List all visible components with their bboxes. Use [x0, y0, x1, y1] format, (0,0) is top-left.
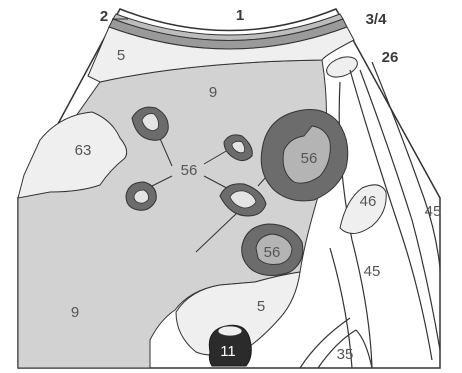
lesion-left-middle-core	[134, 190, 149, 203]
label-45-mid: 45	[364, 263, 381, 280]
label-1: 1	[236, 7, 244, 24]
label-11: 11	[220, 343, 236, 360]
label-46: 46	[360, 193, 377, 210]
label-35: 35	[337, 346, 354, 363]
label-9-top: 9	[209, 84, 217, 101]
label-5-top: 5	[117, 47, 125, 64]
label-56-large: 56	[301, 150, 318, 167]
label-3-4: 3/4	[366, 11, 388, 28]
label-9-bottom: 9	[71, 304, 79, 321]
label-45-right: 45	[425, 203, 442, 220]
label-5-bottom: 5	[257, 298, 265, 315]
structure-11-highlight	[218, 326, 242, 336]
label-63: 63	[75, 142, 92, 159]
label-56-lower: 56	[264, 244, 281, 261]
label-56-center: 56	[181, 162, 198, 179]
label-26: 26	[382, 49, 399, 66]
label-2: 2	[100, 8, 108, 25]
